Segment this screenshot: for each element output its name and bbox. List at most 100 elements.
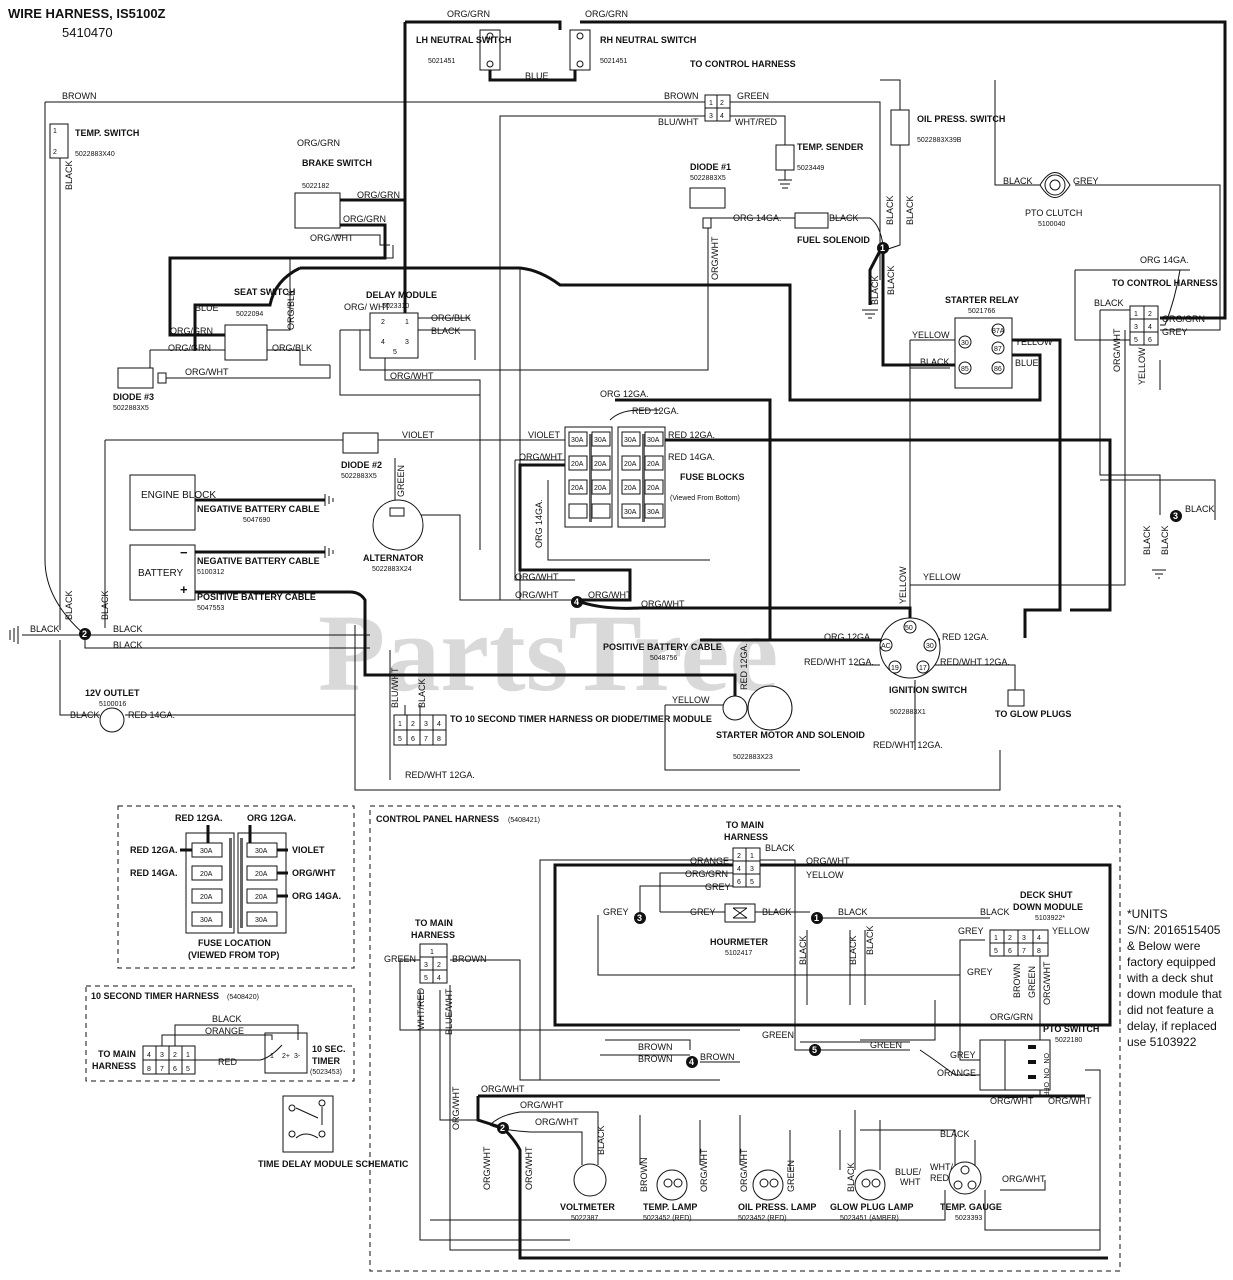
diagram-title: WIRE HARNESS, IS5100Z bbox=[8, 6, 166, 21]
pto-switch-part: 5022180 bbox=[1055, 1037, 1082, 1044]
wire-label: ORG/BLK bbox=[272, 343, 312, 353]
neg-cable-engine-part: 5047690 bbox=[243, 517, 270, 524]
wire-label: BLACK bbox=[417, 678, 427, 708]
wire-label: ORANGE bbox=[937, 1068, 976, 1078]
cp-main-left-harness: HARNESS bbox=[411, 930, 455, 940]
diode-1-name: DIODE #1 bbox=[690, 162, 731, 172]
deck-shutdown-part: 5103922* bbox=[1035, 915, 1065, 922]
ground-symbol bbox=[1152, 569, 1166, 579]
wire-label: RED 12GA. bbox=[668, 430, 715, 440]
svg-text:7: 7 bbox=[424, 736, 428, 743]
starter-motor-part: 5022883X23 bbox=[733, 754, 773, 761]
wire-label: ORG 12GA. bbox=[824, 632, 873, 642]
timer-pin: 2+ bbox=[282, 1053, 290, 1060]
fuse-label: 20A bbox=[624, 461, 637, 468]
pos-cable2-part: 5048756 bbox=[650, 655, 677, 662]
fuse-label: 20A bbox=[594, 461, 607, 468]
lh-neutral-switch-part: 5021451 bbox=[428, 58, 455, 65]
wire-label: ORG/GRN bbox=[1162, 314, 1205, 324]
svg-text:2: 2 bbox=[82, 629, 87, 639]
wire-label: ORG/WHT bbox=[806, 856, 850, 866]
wire-label: ORG 14GA. bbox=[733, 213, 782, 223]
fuse-loc-left-label-1: RED 12GA. bbox=[130, 845, 178, 855]
terminal-87: 87 bbox=[994, 346, 1002, 353]
lh-neutral-switch: LH NEUTRAL SWITCH 5021451 bbox=[416, 29, 511, 71]
glow-lamp-name: GLOW PLUG LAMP bbox=[830, 1202, 914, 1212]
glow-plug-lamp: GLOW PLUG LAMP 5023451 (AMBER) bbox=[830, 1169, 914, 1222]
cp-main-left-name: TO MAIN bbox=[415, 918, 453, 928]
svg-text:1: 1 bbox=[709, 100, 713, 107]
fuse-label: 20A bbox=[624, 485, 637, 492]
fuse-loc-right-label-1: VIOLET bbox=[292, 845, 325, 855]
fuse-loc-left-3: 20A bbox=[200, 894, 213, 901]
wire-label: GREEN bbox=[870, 1040, 902, 1050]
seat-switch-name: SEAT SWITCH bbox=[234, 287, 295, 297]
diode-3-part: 5022883X5 bbox=[113, 405, 149, 412]
wire-label: ORG/WHT bbox=[710, 236, 720, 280]
starter-motor: STARTER MOTOR AND SOLENOID 5022883X23 bbox=[716, 685, 865, 761]
wire-label: BLU/WHT bbox=[658, 117, 699, 127]
wire-label: ORG/WHT bbox=[519, 452, 563, 462]
diode-1: DIODE #1 5022883X5 bbox=[689, 162, 731, 229]
timer-harness-connector-name: TO 10 SECOND TIMER HARNESS OR DIODE/TIME… bbox=[450, 714, 712, 724]
timer-wire-label: RED bbox=[218, 1057, 238, 1067]
fuse-label: 20A bbox=[571, 485, 584, 492]
ground-symbol bbox=[862, 309, 878, 319]
control-harness-right-name: TO CONTROL HARNESS bbox=[1112, 278, 1218, 288]
svg-text:5: 5 bbox=[994, 948, 998, 955]
svg-text:1: 1 bbox=[405, 319, 409, 326]
temp-lamp-part: 5023452 (RED) bbox=[643, 1215, 692, 1222]
wire-label: ORG/WHT bbox=[990, 1096, 1034, 1106]
wire-label: BLACK bbox=[980, 907, 1010, 917]
outlet-part: 5100016 bbox=[99, 701, 126, 708]
wire-label: BLUE bbox=[525, 71, 549, 81]
wire-label: YELLOW bbox=[912, 330, 950, 340]
rh-neutral-switch: RH NEUTRAL SWITCH 5021451 bbox=[569, 29, 696, 71]
wire-label: ORG/WHT bbox=[524, 1146, 534, 1190]
fuse-loc-top-2: ORG 12GA. bbox=[247, 813, 296, 823]
wire-label: YELLOW bbox=[898, 566, 908, 604]
svg-text:2: 2 bbox=[720, 100, 724, 107]
wire-label: BLACK bbox=[829, 213, 859, 223]
node-4-main: 4 bbox=[571, 596, 583, 608]
voltmeter: VOLTMETER 5022387 bbox=[560, 1163, 615, 1222]
wire-label: BLACK bbox=[100, 590, 110, 620]
wire-label: BLACK bbox=[596, 1125, 606, 1155]
engine-block: ENGINE BLOCK bbox=[129, 474, 216, 531]
svg-text:2: 2 bbox=[53, 149, 57, 156]
units-note-line: *UNITS bbox=[1127, 907, 1168, 921]
wire-label: ORG 14GA. bbox=[1140, 255, 1189, 265]
pto-position: OFF bbox=[1042, 1082, 1049, 1096]
wire-label: RED 12GA. bbox=[739, 643, 749, 690]
svg-text:8: 8 bbox=[437, 736, 441, 743]
wire-label: ORG/WHT bbox=[739, 1148, 749, 1192]
svg-text:7: 7 bbox=[1022, 948, 1026, 955]
svg-text:1: 1 bbox=[880, 243, 885, 253]
timer-wire-label: ORANGE bbox=[205, 1026, 244, 1036]
wire-label: BLACK bbox=[1185, 504, 1215, 514]
alternator-name: ALTERNATOR bbox=[363, 553, 424, 563]
neg-cable-battery-part: 5100312 bbox=[197, 569, 224, 576]
wire-label: BLACK bbox=[1160, 525, 1170, 555]
wire-label: YELLOW bbox=[1137, 347, 1147, 385]
wire-label: BLACK bbox=[30, 624, 60, 634]
wire-label: RED bbox=[930, 1173, 950, 1183]
temp-lamp: TEMP. LAMP 5023452 (RED) bbox=[643, 1169, 697, 1222]
timer-pin: 2 bbox=[173, 1052, 177, 1059]
wire-label: BLACK bbox=[431, 326, 461, 336]
control-panel-part: (5408421) bbox=[508, 817, 540, 824]
pto-clutch-part: 5100040 bbox=[1038, 221, 1065, 228]
wire-label: ORG/WHT bbox=[515, 590, 559, 600]
fuse-blocks-name: FUSE BLOCKS bbox=[680, 472, 745, 482]
units-note-line: did not feature a bbox=[1127, 1003, 1214, 1017]
svg-text:4: 4 bbox=[437, 721, 441, 728]
wire-label: BLACK bbox=[1142, 525, 1152, 555]
wire-label: VIOLET bbox=[402, 430, 435, 440]
pos-cable2-name: POSITIVE BATTERY CABLE bbox=[603, 642, 722, 652]
glow-lamp-part: 5023451 (AMBER) bbox=[840, 1215, 899, 1222]
svg-text:2: 2 bbox=[1008, 935, 1012, 942]
units-note-line: S/N: 2016515405 bbox=[1127, 923, 1221, 937]
diode-1-part: 5022883X5 bbox=[690, 175, 726, 182]
